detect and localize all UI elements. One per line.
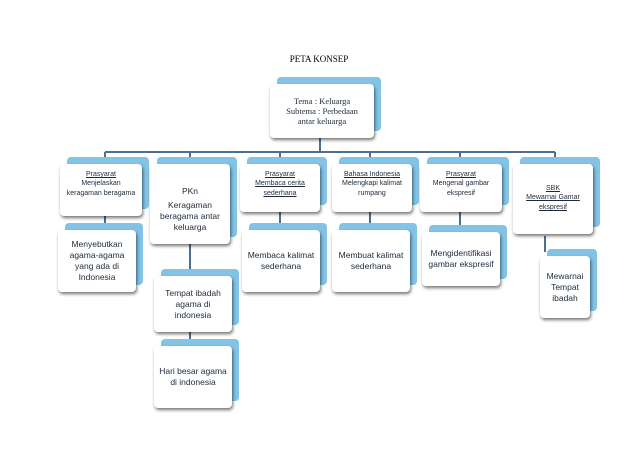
card-text: Membaca cerita sederhana: [255, 180, 305, 197]
card-text: Mengenal gambar ekspresif: [432, 180, 490, 197]
bahasa-indonesia-card: Bahasa Indonesia Melengkapi kalimat rump…: [332, 157, 419, 212]
card-heading: SBK: [545, 185, 560, 192]
prasyarat-card-5: Prasyarat Mengenal gambar ekspresif: [420, 157, 509, 212]
card-text: Hari besar agama di indonesia: [159, 366, 227, 387]
card-heading: Prasyarat: [446, 171, 476, 178]
child-card-3-1: Membaca kalimat sederhana: [242, 223, 327, 292]
pkn-card: PKn Keragaman beragama antar keluarga: [150, 157, 237, 244]
tema-line-3: antar keluarga: [297, 116, 347, 126]
sbk-card: SBK Mewarnai Gamar ekspresif: [513, 157, 600, 234]
card-text: Menyebutkan agama-agama yang ada di Indo…: [69, 239, 125, 282]
card-heading: Prasyarat: [86, 171, 116, 178]
child-card-1-1: Menyebutkan agama-agama yang ada di Indo…: [58, 223, 143, 292]
child-card-2-1: Tempat ibadah agama di indonesia: [154, 269, 239, 332]
child-card-2-2: Hari besar agama di indonesia: [154, 339, 239, 408]
card-text: Mengidentifikasi gambar ekspresif: [428, 248, 494, 269]
card-text: Membaca kalimat sederhana: [247, 250, 315, 271]
prasyarat-card-3: Prasyarat Membaca cerita sederhana: [240, 157, 327, 212]
tema-card: Tema : Keluarga Subtema : Perbedaan anta…: [270, 77, 381, 138]
card-text: Menjelaskan keragaman beragama: [66, 180, 136, 197]
card-text: Mewarnai Gamar ekspresif: [526, 194, 580, 211]
prasyarat-card-1: Prasyarat Menjelaskan keragaman beragama: [60, 157, 149, 216]
card-heading: PKn: [181, 186, 199, 196]
card-text: Mewarnai Tempat ibadah: [546, 270, 584, 303]
child-card-6-1: Mewarnai Tempat ibadah: [540, 249, 597, 318]
child-card-5-1: Mengidentifikasi gambar ekspresif: [422, 225, 507, 286]
card-text: Tempat ibadah agama di indonesia: [165, 287, 221, 320]
page-title: PETA KONSEP: [289, 54, 349, 64]
card-text: Membuat kalimat sederhana: [338, 250, 404, 271]
card-text: Keragaman beragama antar keluarga: [159, 200, 220, 232]
card-heading: Bahasa Indonesia: [343, 171, 401, 178]
tema-line-1: Tema : Keluarga: [293, 96, 351, 106]
tema-line-2: Subtema : Perbedaan: [286, 106, 358, 116]
card-heading: Prasyarat: [265, 171, 295, 178]
child-card-4-1: Membuat kalimat sederhana: [332, 223, 417, 292]
card-text: Melengkapi kalimat rumpang: [342, 180, 402, 197]
